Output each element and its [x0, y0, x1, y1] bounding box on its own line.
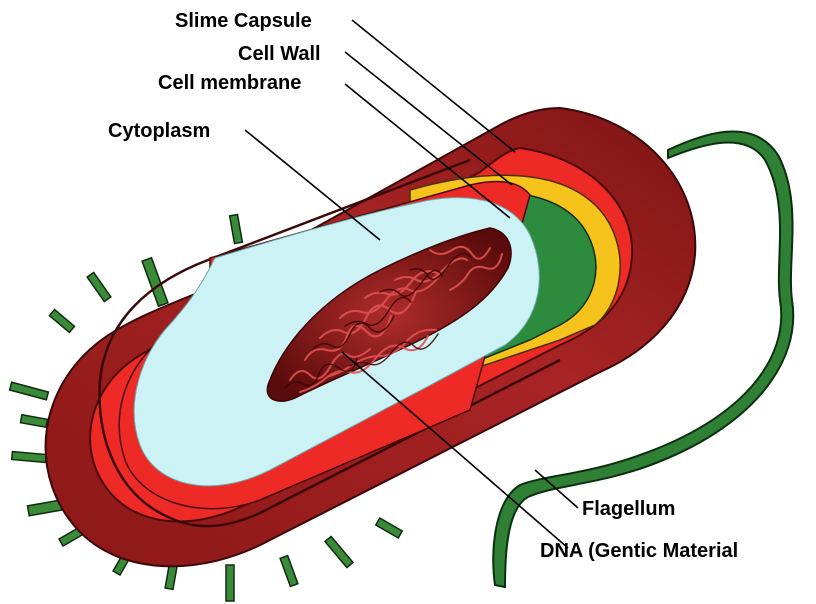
label-cell-membrane: Cell membrane [158, 72, 301, 94]
pilus [21, 415, 48, 427]
label-cell-wall: Cell Wall [238, 43, 321, 65]
pilus [12, 452, 47, 463]
pilus [10, 382, 49, 400]
pilus [87, 272, 111, 301]
pilus [226, 565, 234, 601]
label-slime-capsule: Slime Capsule [175, 10, 312, 32]
pilus [325, 536, 353, 567]
label-dna: DNA (Gentic Material [540, 540, 738, 562]
label-cytoplasm: Cytoplasm [108, 120, 210, 142]
pilus [230, 215, 243, 244]
pilus [280, 556, 298, 587]
leader-slime-capsule [352, 20, 515, 152]
pilus [376, 518, 403, 538]
label-flagellum: Flagellum [582, 498, 675, 520]
leader-cytoplasm [245, 130, 380, 240]
pilus [49, 310, 74, 333]
